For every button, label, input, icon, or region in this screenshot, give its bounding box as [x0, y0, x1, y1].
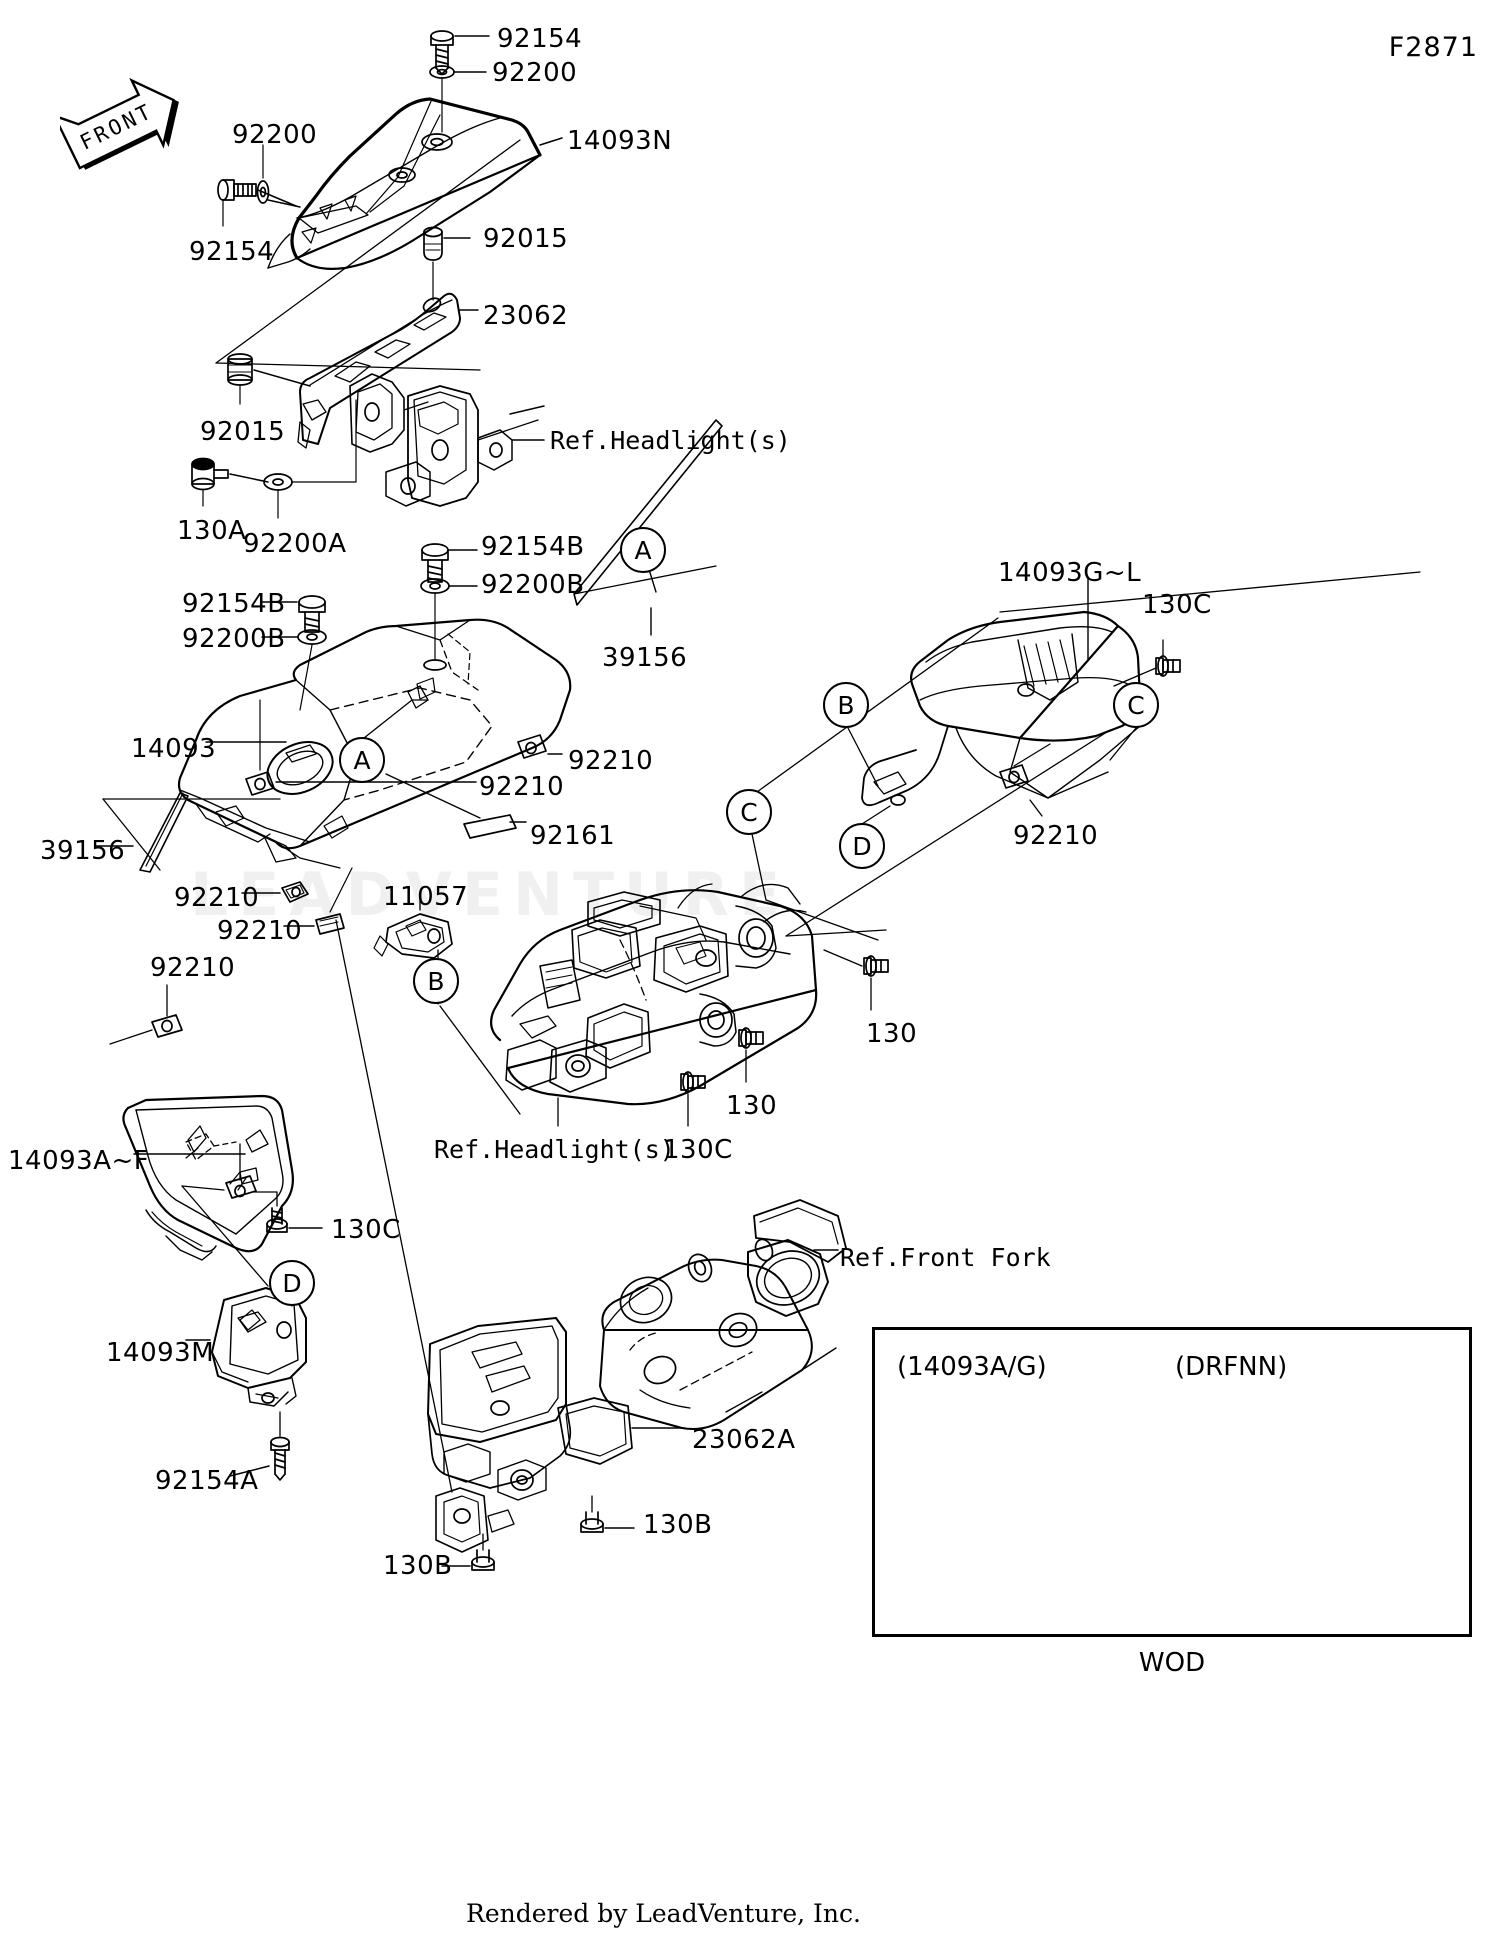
ref-label-headlight-upper: Ref.Headlight(s) [550, 426, 791, 455]
part-label-14093M: 14093M [106, 1338, 215, 1368]
part-14093G-L-cowl [861, 610, 1142, 807]
part-label-130B-right: 130B [643, 1510, 713, 1540]
part-label-23062: 23062 [483, 301, 569, 331]
part-label-92200B-right: 92200B [481, 570, 585, 600]
part-label-92200-left: 92200 [232, 120, 318, 150]
part-label-23062A: 23062A [692, 1425, 796, 1455]
part-label-14093: 14093 [131, 734, 217, 764]
fastener-130A [191, 457, 269, 507]
callout-circle-C-right: C [1113, 682, 1159, 728]
fastener-130C-right [1113, 639, 1181, 687]
fastener-92200B-right [420, 578, 478, 671]
part-label-92154B-left: 92154B [182, 589, 286, 619]
part-label-130C-right: 130C [1142, 590, 1212, 620]
part-label-92210-c: 92210 [174, 883, 260, 913]
part-headlight-bracket-upper [349, 373, 545, 507]
ref-label-headlight-lower: Ref.Headlight(s) [434, 1135, 675, 1164]
part-label-92154-left: 92154 [189, 237, 275, 267]
part-label-92210-d: 92210 [217, 916, 303, 946]
callout-circle-B-right: B [823, 682, 869, 728]
part-label-130-lower: 130 [726, 1091, 778, 1121]
part-label-130A: 130A [177, 516, 247, 546]
callout-circle-D-right: D [839, 823, 885, 869]
part-23062-bracket [297, 292, 479, 449]
ref-label-front-fork: Ref.Front Fork [840, 1243, 1051, 1272]
front-direction-badge: FRONT [60, 78, 179, 170]
part-front-fork-clamp [599, 1199, 847, 1430]
callout-circle-A-left: A [339, 737, 385, 783]
part-label-130C-sidecowl: 130C [331, 1215, 401, 1245]
diagram-number: F2871 [1388, 32, 1478, 63]
callout-circle-B-center: B [413, 958, 459, 1004]
part-label-130C-center: 130C [663, 1135, 733, 1165]
fastener-92210-right [999, 743, 1051, 817]
part-label-92210-e: 92210 [150, 953, 236, 983]
part-label-14093G-L: 14093G~L [998, 558, 1142, 588]
fastener-92015-lower [227, 353, 311, 405]
fastener-130-right [823, 949, 889, 1011]
inset-caption: WOD [1138, 1648, 1206, 1678]
fastener-92210-cowl-3 [109, 984, 183, 1045]
render-credit: Rendered by LeadVenture, Inc. [466, 1899, 861, 1928]
part-label-39156-left: 39156 [40, 836, 126, 866]
fastener-92210-sidecowl [181, 1143, 269, 1287]
part-label-39156-top: 39156 [602, 643, 688, 673]
callout-circle-C-center: C [726, 789, 772, 835]
part-label-14093A-F: 14093A~F [8, 1146, 150, 1176]
fastener-92154-left [217, 179, 297, 227]
part-label-92015-lower: 92015 [200, 417, 286, 447]
part-label-92200A: 92200A [243, 529, 347, 559]
part-label-92154B-right: 92154B [481, 532, 585, 562]
part-label-130-right: 130 [866, 1019, 918, 1049]
variant-inset-box: (14093A/G) (DRFNN) [872, 1327, 1472, 1637]
fastener-130-lower [738, 1027, 764, 1083]
inset-color-code: (DRFNN) [1175, 1352, 1288, 1382]
fastener-92015-upper [423, 226, 471, 301]
part-label-92210-a: 92210 [568, 746, 654, 776]
part-label-92210-b: 92210 [479, 772, 565, 802]
part-label-92210-right: 92210 [1013, 821, 1099, 851]
fastener-92200-top [429, 65, 487, 133]
part-label-92200B-left: 92200B [182, 624, 286, 654]
part-label-92154A: 92154A [155, 1466, 259, 1496]
fastener-92154-top [430, 30, 490, 75]
part-label-92200-top: 92200 [492, 58, 578, 88]
part-label-130B-left: 130B [383, 1551, 453, 1581]
part-label-92161: 92161 [530, 821, 616, 851]
part-92161-pad [463, 814, 527, 839]
fastener-130C-center [680, 1071, 706, 1127]
fastener-130B-right [580, 1495, 635, 1533]
part-label-92015-upper: 92015 [483, 224, 569, 254]
callout-circle-D-left: D [269, 1260, 315, 1306]
fastener-130C-sidecowl [253, 1191, 323, 1233]
fastener-92210-cowl-4 [517, 734, 563, 759]
callout-circle-A-top: A [620, 527, 666, 573]
part-label-92154-top: 92154 [497, 24, 583, 54]
part-label-14093N: 14093N [567, 126, 673, 156]
inset-part-code: (14093A/G) [897, 1352, 1047, 1382]
fastener-92200-left [256, 144, 301, 208]
part-label-11057: 11057 [383, 882, 469, 912]
fastener-92154B-right [421, 543, 478, 583]
